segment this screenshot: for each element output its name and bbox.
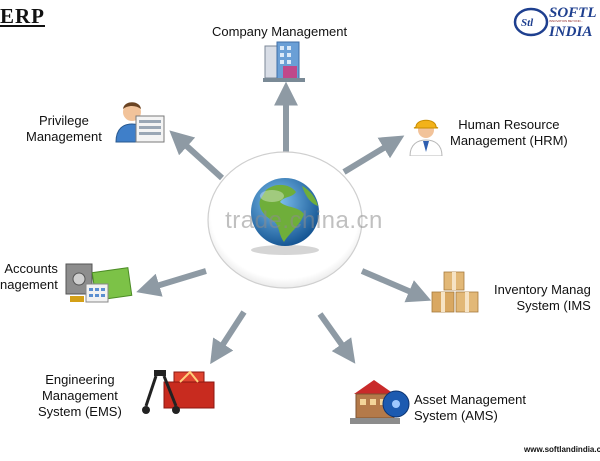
arrow-to-engineering <box>210 310 247 365</box>
svg-text:Stl: Stl <box>521 17 534 29</box>
module-company-label: Company Management <box>212 24 348 39</box>
module-accounts: Accounts nagement <box>0 261 58 293</box>
arrow-to-hrm <box>342 135 405 175</box>
module-hrm: Human Resource Management (HRM) <box>450 117 568 149</box>
module-engineering-line-2: Management <box>41 388 118 403</box>
factory-icon <box>350 374 412 431</box>
arrow-to-inventory <box>360 268 432 303</box>
brand-logo-icon: Stl <box>513 7 549 37</box>
module-inventory: Inventory Manag System (IMS <box>494 282 591 314</box>
module-hrm-line-1: Human Resource <box>458 117 560 132</box>
module-engineering: Engineering Management System (EMS) <box>38 372 122 420</box>
brand-line-1: SOFTL <box>549 5 597 21</box>
module-privilege-line-2: Management <box>26 129 102 144</box>
safe-money-icon <box>64 260 134 311</box>
toolbox-icon <box>140 366 218 421</box>
arrow-to-accounts <box>136 268 207 297</box>
user-admin-icon <box>114 94 166 149</box>
module-inventory-line-2: System (IMS <box>516 298 591 313</box>
module-engineering-line-3: System (EMS) <box>38 404 122 419</box>
module-accounts-line-1: Accounts <box>4 261 58 276</box>
brand-tagline: INNOVATION BEYOND... <box>549 19 584 23</box>
module-privilege-line-1: Privilege <box>39 113 89 128</box>
module-asset-line-2: System (AMS) <box>414 408 498 423</box>
brand-line-2: INDIA <box>549 24 593 40</box>
module-asset: Asset Management System (AMS) <box>414 392 526 424</box>
module-accounts-line-2: nagement <box>0 277 58 292</box>
boxes-icon <box>430 270 482 321</box>
footer-url: www.softlandindia.c <box>524 445 600 454</box>
diagram-title: ERP <box>0 4 45 28</box>
watermark: trade.china.cn <box>225 207 383 234</box>
central-hub <box>206 150 364 290</box>
module-asset-line-1: Asset Management <box>414 392 527 407</box>
globe-icon <box>251 178 319 255</box>
module-company: Company Management <box>212 24 347 40</box>
module-engineering-line-1: Engineering <box>45 372 115 387</box>
building-icon <box>263 40 307 89</box>
module-hrm-line-2: Management (HRM) <box>450 133 568 148</box>
module-inventory-line-1: Inventory Manag <box>494 282 591 297</box>
arrow-to-privilege <box>169 130 225 181</box>
engineer-icon <box>406 112 446 161</box>
arrow-to-asset <box>317 312 356 364</box>
module-privilege: Privilege Management <box>26 113 102 145</box>
brand-name: SOFTL INDIA <box>549 6 597 40</box>
brand-logo: Stl <box>513 4 600 40</box>
